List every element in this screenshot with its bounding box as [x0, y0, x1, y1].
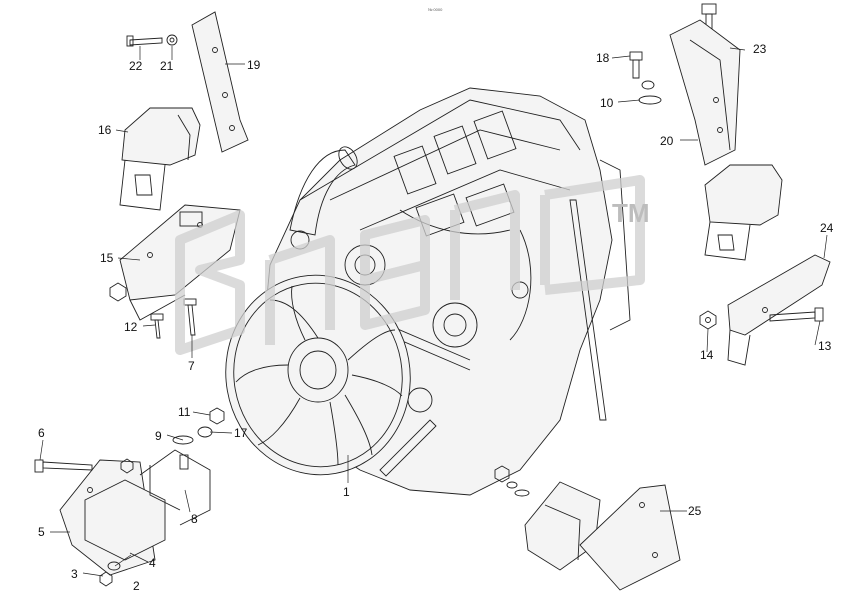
- callout-21: 21: [160, 59, 174, 73]
- callout-2: 2: [133, 579, 140, 593]
- leader-lines: [39, 46, 828, 577]
- callout-12: 12: [124, 320, 138, 334]
- callout-11: 11: [178, 405, 191, 419]
- callout-10: 10: [600, 96, 614, 110]
- callout-20: 20: [660, 134, 674, 148]
- callout-8: 8: [191, 512, 198, 526]
- callout-24: 24: [820, 221, 834, 235]
- watermark: TM: [175, 175, 650, 355]
- callout-9: 9: [155, 429, 162, 443]
- callout-14: 14: [700, 348, 714, 362]
- callout-25: 25: [688, 504, 702, 518]
- engine-assembly: [225, 87, 631, 496]
- callout-4: 4: [149, 556, 156, 570]
- callout-5: 5: [38, 525, 45, 539]
- callout-6: 6: [38, 426, 45, 440]
- header-mark: № 0000: [428, 7, 443, 12]
- callout-3: 3: [71, 567, 78, 581]
- callout-23: 23: [753, 42, 767, 56]
- watermark-trademark: TM: [612, 198, 650, 228]
- callout-13: 13: [818, 339, 832, 353]
- front-right-mount: [629, 3, 831, 366]
- rear-left-mount: [34, 407, 225, 587]
- callout-17: 17: [234, 426, 248, 440]
- callout-16: 16: [98, 123, 112, 137]
- callout-labels: 1 2 3 4 5 6 7 8 9 10 11 12 13 14 15 16 1…: [38, 42, 834, 593]
- callout-1: 1: [343, 485, 350, 499]
- callout-15: 15: [100, 251, 114, 265]
- callout-7: 7: [188, 359, 195, 373]
- rear-right-mount: [494, 465, 681, 591]
- callout-19: 19: [247, 58, 261, 72]
- callout-18: 18: [596, 51, 610, 65]
- callout-22: 22: [129, 59, 143, 73]
